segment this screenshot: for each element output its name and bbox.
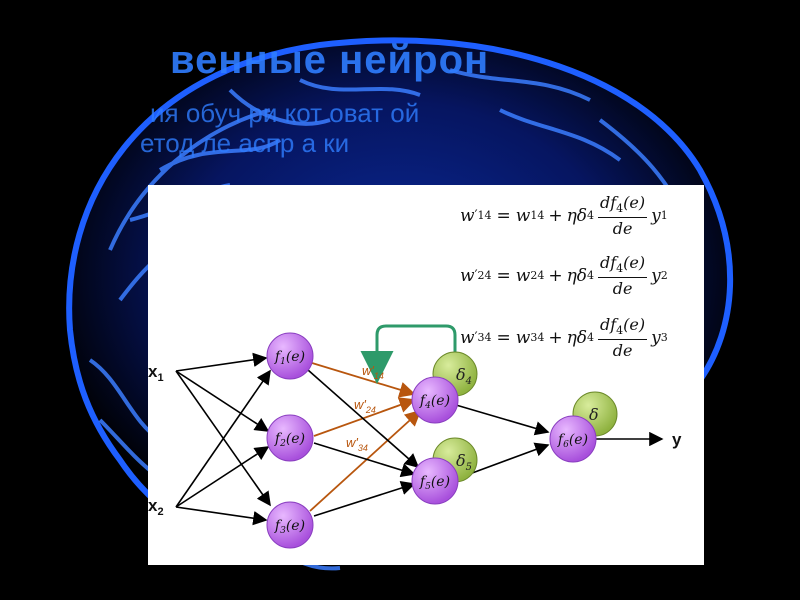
edge-f3-f5: [314, 484, 414, 516]
neuron-f1-label: f1(e): [274, 349, 305, 367]
edge-x2-f3: [176, 507, 266, 520]
slide-subtitle-line-2: етод ле аспр а ки: [140, 128, 349, 159]
weight-update-edges: [310, 363, 420, 511]
edge-f4-f6: [456, 405, 548, 432]
input-x1-label: x1: [148, 362, 164, 384]
edge-x2-f2: [176, 447, 268, 507]
neuron-f6-label: f6(e): [557, 432, 588, 450]
input-edges: [176, 358, 270, 520]
edge-f3-f4: [310, 411, 420, 511]
output-y-label: y: [672, 430, 682, 449]
network-diagram: δ4 δ5 δ f1(e) f2(e) f3(e) f4(e) f5(e) f6…: [148, 185, 704, 565]
slide-title: венные нейрон: [170, 38, 489, 83]
neuron-f2-label: f2(e): [274, 431, 305, 449]
input-x2-label: x2: [148, 496, 164, 518]
edge-x1-f1: [176, 358, 266, 371]
slide-subtitle-line-1: ия обуч ри кот оват ой: [150, 98, 419, 129]
diagram-panel: δ4 δ5 δ f1(e) f2(e) f3(e) f4(e) f5(e) f6…: [148, 185, 704, 565]
delta-output-label: δ: [589, 405, 599, 424]
weight-label-24: w'24: [354, 397, 376, 415]
weight-label-34: w'34: [346, 435, 368, 453]
edge-x1-f2: [176, 371, 268, 431]
neuron-f3-label: f3(e): [274, 518, 305, 536]
neuron-f5-label: f5(e): [419, 474, 450, 492]
neuron-f4-label: f4(e): [419, 393, 450, 411]
